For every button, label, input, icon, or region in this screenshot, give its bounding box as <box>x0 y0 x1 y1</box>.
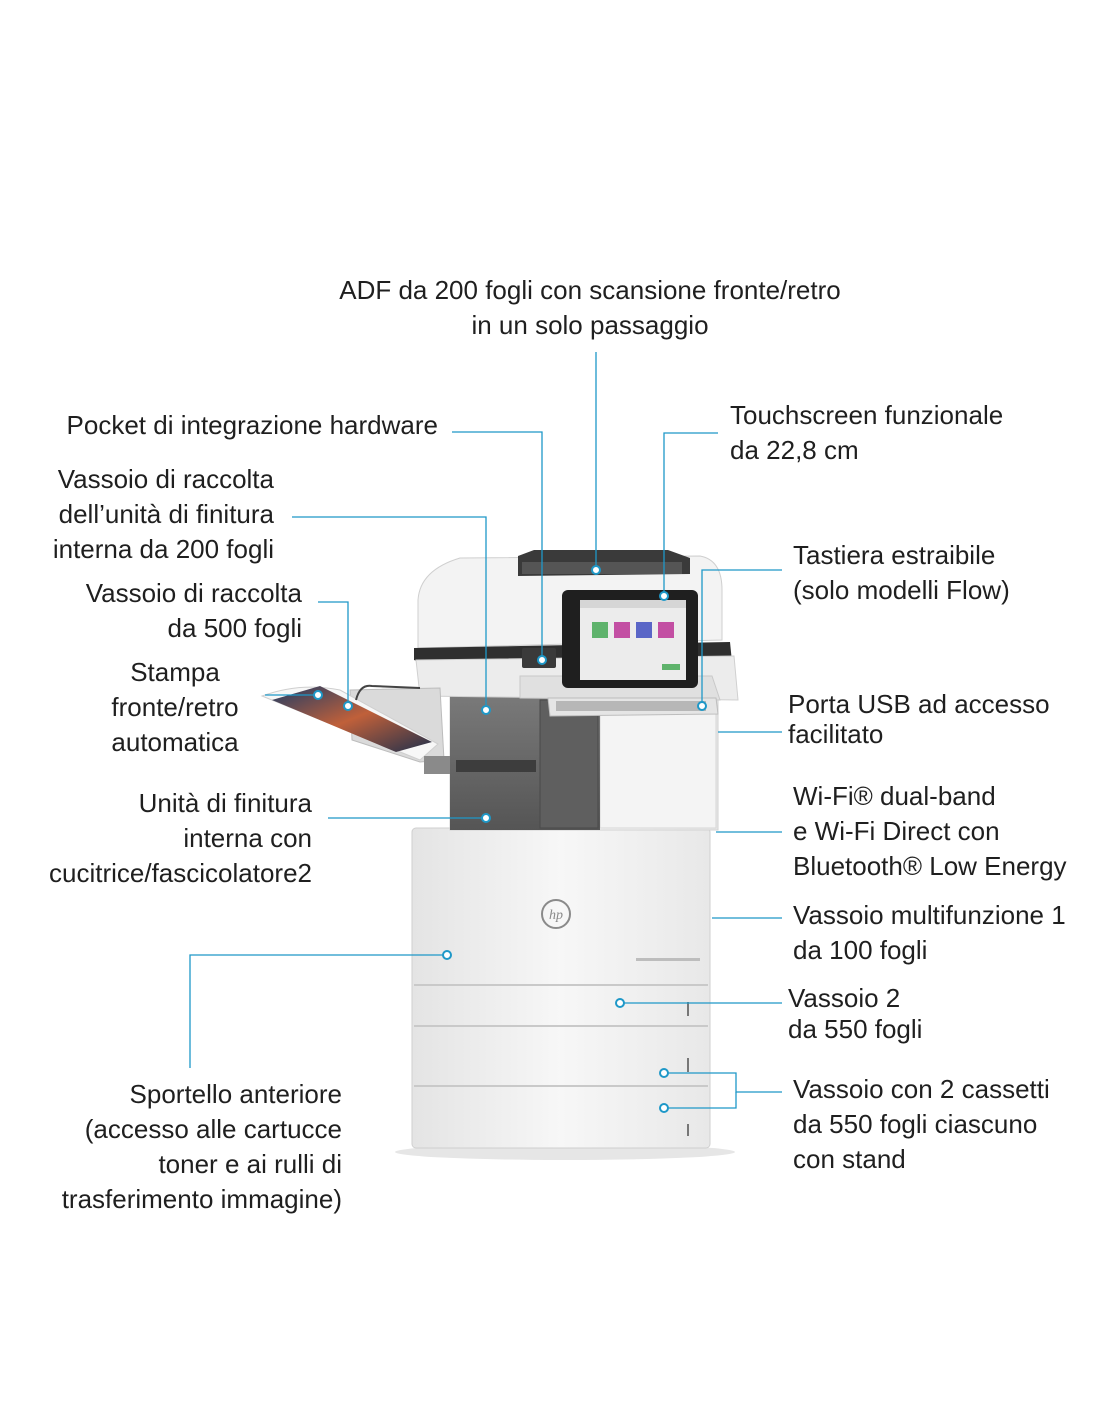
callout-touchscreen-line-2: da 22,8 cm <box>730 435 859 465</box>
cabinet <box>411 827 711 1149</box>
leader-finisher-bin <box>292 516 487 710</box>
keyboard-keys <box>556 701 706 711</box>
callout-finisher-bin-line-1: Vassoio di raccolta <box>57 464 274 494</box>
callout-usb: Porta USB ad accesso facilitato <box>788 689 1093 749</box>
callout-tray-stand-line-2: da 550 fogli ciascuno <box>793 1109 1038 1139</box>
callout-tray1-line-1: Vassoio multifunzione 1 <box>793 900 1066 930</box>
dot-finisher-bin <box>481 705 491 715</box>
leader-tray-stand-b <box>664 1092 737 1109</box>
callout-stapler-line-1: Unità di finitura <box>138 788 312 818</box>
callout-output-bin: Vassoio di raccolta da 500 fogli <box>10 576 302 646</box>
callout-wifi: Wi-Fi® dual-band e Wi-Fi Direct con Blue… <box>793 779 1093 884</box>
finisher-slot <box>456 760 536 772</box>
callout-tray2-line-2: da 550 fogli <box>788 1014 923 1044</box>
callout-pocket-line-1: Pocket di integrazione hardware <box>66 410 438 440</box>
callout-adf: ADF da 200 fogli con scansione fronte/re… <box>300 273 880 343</box>
screen-action-button <box>662 664 680 670</box>
dot-tray4 <box>659 1103 669 1113</box>
callout-duplex: Stampa fronte/retro automatica <box>82 655 268 760</box>
callout-duplex-line-2: fronte/retro <box>111 692 239 722</box>
callout-dots <box>313 565 707 1113</box>
callout-adf-line-1: ADF da 200 fogli con scansione fronte/re… <box>339 275 841 305</box>
callout-front-door-line-4: trasferimento immagine) <box>61 1184 342 1214</box>
callout-tray-stand-line-3: con stand <box>793 1144 906 1174</box>
printed-photo-sheet <box>272 686 432 752</box>
callout-duplex-line-3: automatica <box>111 727 239 757</box>
callout-duplex-line-1: Stampa <box>130 657 220 687</box>
finisher-door <box>539 699 599 829</box>
app-tile-3 <box>636 622 652 638</box>
callout-stapler-line-2: interna con <box>183 823 312 853</box>
right-side-panel <box>599 699 717 829</box>
dot-keyboard <box>697 701 707 711</box>
dot-duplex <box>313 690 323 700</box>
callout-keyboard: Tastiera estraibile (solo modelli Flow) <box>793 538 1093 608</box>
callout-front-door-line-3: toner e ai rulli di <box>158 1149 342 1179</box>
app-tile-4 <box>658 622 674 638</box>
dot-touchscreen <box>659 591 669 601</box>
callout-usb-line-2: facilitato <box>788 719 884 749</box>
leader-front-door <box>189 954 447 1068</box>
app-tile-1 <box>592 622 608 638</box>
bin-support <box>424 756 450 774</box>
callout-pocket: Pocket di integrazione hardware <box>10 408 438 443</box>
callout-tray-stand: Vassoio con 2 cassetti da 550 fogli cias… <box>793 1072 1093 1177</box>
callout-front-door-line-2: (accesso alle cartucce <box>84 1114 342 1144</box>
callout-tray1-line-2: da 100 fogli <box>793 935 928 965</box>
callout-tray2-line-1: Vassoio 2 <box>788 983 901 1013</box>
callout-finisher-bin-line-3: interna da 200 fogli <box>52 534 274 564</box>
callout-wifi-line-3: Bluetooth® Low Energy <box>793 851 1067 881</box>
callout-tray-stand-line-1: Vassoio con 2 cassetti <box>793 1074 1050 1104</box>
callout-keyboard-line-1: Tastiera estraibile <box>793 540 996 570</box>
app-tile-2 <box>614 622 630 638</box>
hp-logo: hp <box>549 908 563 923</box>
leader-keyboard <box>701 569 782 706</box>
callout-output-bin-line-2: da 500 fogli <box>167 613 302 643</box>
callout-wifi-line-1: Wi-Fi® dual-band <box>793 781 996 811</box>
callout-front-door: Sportello anteriore (accesso alle cartuc… <box>10 1077 342 1217</box>
callout-stapler: Unità di finitura interna con cucitrice/… <box>10 786 312 891</box>
callout-adf-line-2: in un solo passaggio <box>471 310 709 340</box>
dot-adf <box>591 565 601 575</box>
model-label <box>636 958 700 961</box>
dot-tray2 <box>615 998 625 1008</box>
callout-stapler-line-3: cucitrice/fascicolatore2 <box>49 858 312 888</box>
leader-touchscreen <box>663 432 718 596</box>
callout-output-bin-line-1: Vassoio di raccolta <box>85 578 302 608</box>
dot-pocket <box>537 655 547 665</box>
dot-front-door <box>442 950 452 960</box>
adf-input-tray <box>522 562 682 574</box>
leader-tray-stand-a <box>664 1072 782 1093</box>
callout-touchscreen-line-1: Touchscreen funzionale <box>730 400 1004 430</box>
callout-finisher-bin-line-2: dell’unità di finitura <box>58 499 274 529</box>
callout-keyboard-line-2: (solo modelli Flow) <box>793 575 1010 605</box>
touchscreen-header <box>580 600 686 608</box>
paper-guide-wire <box>355 684 421 701</box>
dot-tray3 <box>659 1068 669 1078</box>
callout-tray1: Vassoio multifunzione 1 da 100 fogli <box>793 898 1093 968</box>
callout-usb-line-1: Porta USB ad accesso <box>788 689 1050 719</box>
leader-output-bin <box>318 601 349 706</box>
dot-output-bin <box>343 701 353 711</box>
leader-lines <box>189 352 782 1109</box>
hp-logo-ring <box>541 899 571 929</box>
callout-finisher-bin: Vassoio di raccolta dell’unità di finitu… <box>10 462 274 567</box>
callout-wifi-line-2: e Wi-Fi Direct con <box>793 816 1000 846</box>
callout-tray2: Vassoio 2 da 550 fogli <box>788 983 1088 1045</box>
leader-pocket <box>452 431 543 660</box>
callout-front-door-line-1: Sportello anteriore <box>129 1079 342 1109</box>
dot-stapler <box>481 813 491 823</box>
callout-touchscreen: Touchscreen funzionale da 22,8 cm <box>730 398 1070 468</box>
